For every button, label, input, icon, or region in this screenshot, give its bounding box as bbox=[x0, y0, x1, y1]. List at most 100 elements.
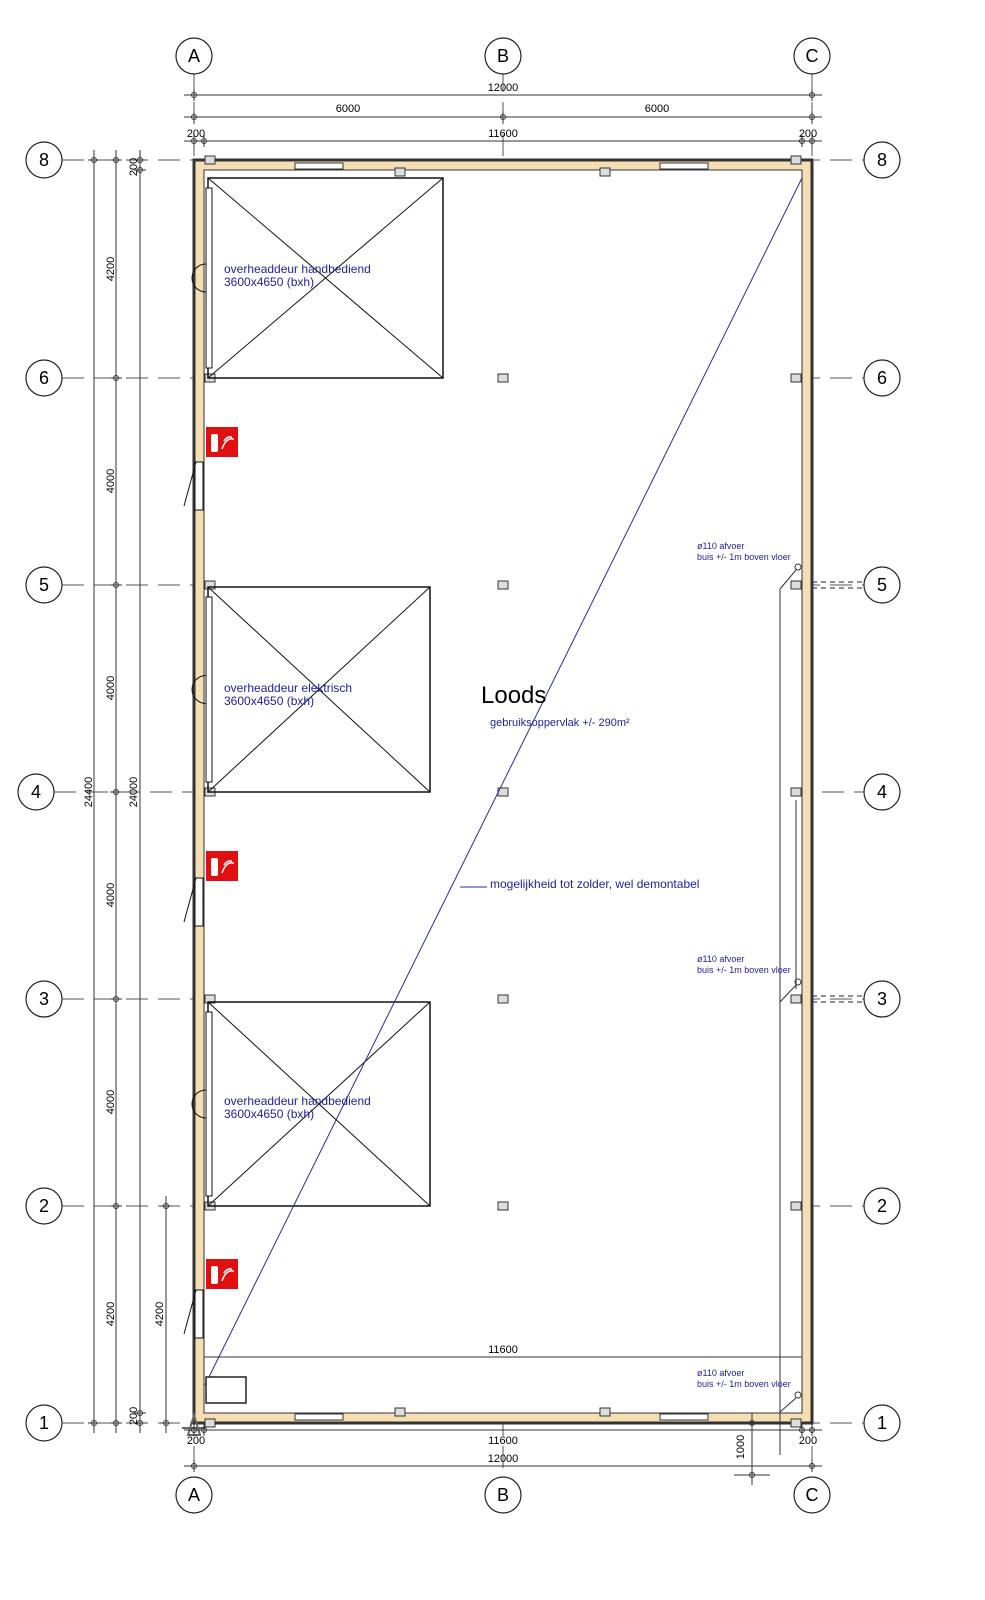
svg-text:2: 2 bbox=[877, 1196, 887, 1216]
svg-text:8: 8 bbox=[39, 150, 49, 170]
svg-text:B: B bbox=[497, 1485, 509, 1505]
column-wall bbox=[599, 167, 611, 177]
grid-bubble-1: 1 bbox=[863, 1404, 901, 1442]
column-col-c bbox=[790, 1201, 802, 1211]
dim-bottom-wall-left: 200 bbox=[187, 1435, 205, 1447]
svg-text:B: B bbox=[497, 46, 509, 66]
dim-left-total: 24400 bbox=[83, 777, 95, 808]
drain-1-line1: ø110 afvoer bbox=[697, 541, 744, 551]
svg-text:2: 2 bbox=[39, 1196, 49, 1216]
grid-bubble-2: 2 bbox=[25, 1187, 63, 1225]
column-col-c bbox=[790, 373, 802, 383]
drain-1-line2: buis +/- 1m boven vloer bbox=[697, 552, 791, 562]
door-2-line1: overheaddeur elektrisch bbox=[224, 681, 352, 695]
grid-bubble-1: 1 bbox=[25, 1404, 63, 1442]
svg-text:A: A bbox=[188, 1485, 200, 1505]
svg-text:8: 8 bbox=[877, 150, 887, 170]
svg-text:3: 3 bbox=[877, 989, 887, 1009]
grid-bubble-6: 6 bbox=[25, 359, 63, 397]
dim-top-total: 12000 bbox=[488, 82, 519, 94]
column-col-c bbox=[790, 1418, 802, 1428]
svg-text:4: 4 bbox=[877, 782, 887, 802]
dim-bottom-offset: 1000 bbox=[735, 1435, 747, 1459]
column-wall bbox=[394, 167, 406, 177]
attic-line bbox=[204, 177, 803, 1386]
dim-bay-3-2: 4000 bbox=[105, 1090, 117, 1114]
drain-3-line1: ø110 afvoer bbox=[697, 1368, 744, 1378]
corner-box bbox=[205, 1376, 247, 1404]
fire-extinguisher-icon bbox=[206, 427, 238, 457]
grid-bubble-c: C bbox=[793, 37, 831, 75]
svg-text:5: 5 bbox=[877, 575, 887, 595]
grid-bubble-2: 2 bbox=[863, 1187, 901, 1225]
svg-text:1: 1 bbox=[39, 1413, 49, 1433]
column-col-c bbox=[790, 580, 802, 590]
grid-bubbles: A A B B C C 8 8 6 6 5 5 4 4 3 3 2 2 1 1 bbox=[17, 37, 901, 1514]
dimension-lines bbox=[88, 89, 822, 1485]
grid-bubble-5: 5 bbox=[863, 566, 901, 604]
overhead-doors bbox=[183, 177, 444, 1339]
dim-extra-2-1: 4200 bbox=[154, 1302, 166, 1326]
column-wall bbox=[394, 1407, 406, 1417]
attic-note: mogelijkheid tot zolder, wel demontabel bbox=[490, 877, 699, 891]
column-col-b bbox=[497, 1201, 509, 1211]
dim-top-bay-right: 6000 bbox=[645, 103, 669, 115]
column-wall bbox=[599, 1407, 611, 1417]
dim-bay-4-3: 4000 bbox=[105, 883, 117, 907]
door-3-line2: 3600x4650 (bxh) bbox=[224, 1107, 314, 1121]
svg-text:6: 6 bbox=[39, 368, 49, 388]
fire-extinguisher-icon bbox=[206, 851, 238, 881]
column-col-a bbox=[204, 155, 216, 165]
grid-bubble-8: 8 bbox=[863, 141, 901, 179]
dim-inner-bottom: 11600 bbox=[488, 1344, 518, 1356]
grid-bubble-c: C bbox=[793, 1476, 831, 1514]
grid-bubble-5: 5 bbox=[25, 566, 63, 604]
dim-left-inner: 24000 bbox=[128, 777, 140, 808]
room-area: gebruiksoppervlak +/- 290m² bbox=[490, 717, 630, 729]
grid-bubble-b: B bbox=[484, 37, 522, 75]
grid-bubble-3: 3 bbox=[863, 980, 901, 1018]
dim-top-inner: 11600 bbox=[488, 128, 518, 140]
drain-pipes bbox=[779, 563, 802, 1455]
grid-bubble-a: A bbox=[175, 37, 213, 75]
column-col-a bbox=[204, 994, 216, 1004]
column-col-c bbox=[790, 994, 802, 1004]
dim-left-top-wall: 200 bbox=[128, 158, 140, 176]
drain-2-line1: ø110 afvoer bbox=[697, 954, 744, 964]
column-col-b bbox=[497, 373, 509, 383]
svg-text:C: C bbox=[806, 1485, 819, 1505]
dim-bay-6-5: 4000 bbox=[105, 469, 117, 493]
drain-3-line2: buis +/- 1m boven vloer bbox=[697, 1379, 791, 1389]
drain-2-line2: buis +/- 1m boven vloer bbox=[697, 965, 791, 975]
dim-top-wall-left: 200 bbox=[187, 128, 205, 140]
dim-top-bay-left: 6000 bbox=[336, 103, 360, 115]
grid-bubble-4: 4 bbox=[17, 773, 55, 811]
dim-left-bottom-wall: 200 bbox=[128, 1407, 140, 1425]
fire-extinguisher-icon bbox=[206, 1259, 238, 1289]
svg-text:5: 5 bbox=[39, 575, 49, 595]
column-col-c bbox=[790, 155, 802, 165]
inner-dimension-line bbox=[203, 1352, 803, 1362]
room-name: Loods bbox=[481, 682, 546, 709]
svg-text:C: C bbox=[806, 46, 819, 66]
grid-bubble-a: A bbox=[175, 1476, 213, 1514]
dim-bay-5-4: 4000 bbox=[105, 676, 117, 700]
column-col-a bbox=[204, 580, 216, 590]
svg-text:3: 3 bbox=[39, 989, 49, 1009]
annotations: 12000 6000 6000 200 11600 200 11600 200 … bbox=[83, 82, 817, 1465]
dim-bottom-inner: 11600 bbox=[488, 1435, 518, 1447]
svg-text:6: 6 bbox=[877, 368, 887, 388]
windows bbox=[294, 162, 709, 1421]
grid-bubble-4: 4 bbox=[863, 773, 901, 811]
overhead-door-3 bbox=[191, 1001, 431, 1207]
grid-bubble-b: B bbox=[484, 1476, 522, 1514]
overhead-door-1 bbox=[191, 177, 444, 379]
overhead-door-2 bbox=[191, 586, 431, 793]
grid-bubble-3: 3 bbox=[25, 980, 63, 1018]
dim-bottom-wall-right: 200 bbox=[799, 1435, 817, 1447]
dim-top-wall-right: 200 bbox=[799, 128, 817, 140]
side-door-3 bbox=[183, 1289, 204, 1339]
dim-bay-8-6: 4200 bbox=[105, 257, 117, 281]
grid-bubble-6: 6 bbox=[863, 359, 901, 397]
